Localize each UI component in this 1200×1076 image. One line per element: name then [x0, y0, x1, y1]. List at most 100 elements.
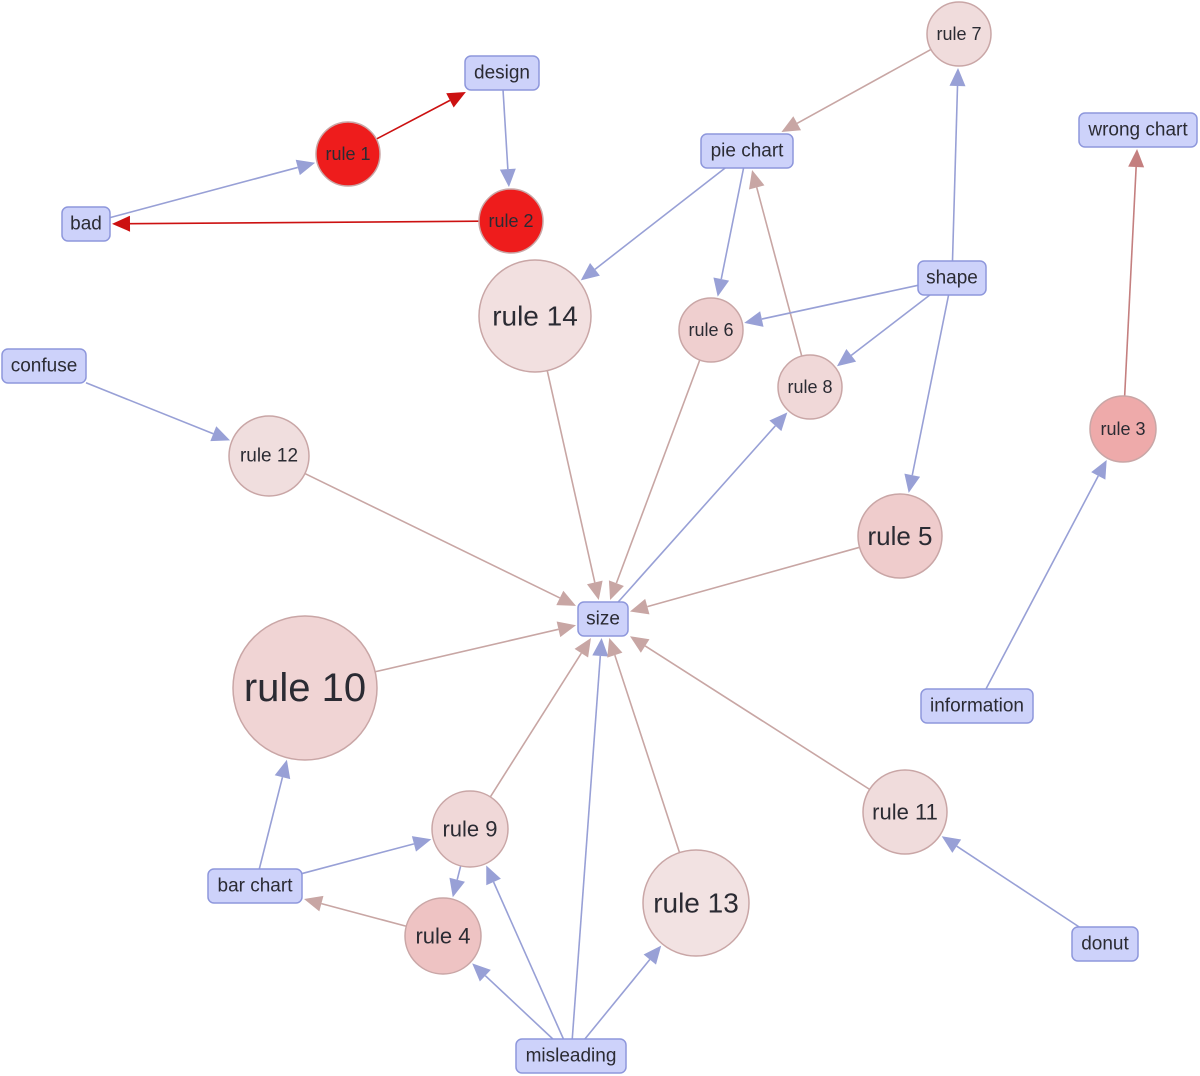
edge-bar_chart-to-rule9 — [301, 836, 432, 875]
edge-misleading-to-rule4 — [472, 963, 554, 1040]
arrowhead-icon — [580, 263, 600, 281]
rule-node-rule8[interactable]: rule 8 — [777, 354, 843, 420]
item-box[interactable] — [61, 206, 111, 242]
edge-line — [584, 959, 651, 1040]
edge-line — [647, 546, 860, 608]
item-label: information — [930, 696, 1024, 717]
rule-circle[interactable] — [404, 897, 482, 975]
edge-rule8-to-pie_chart — [748, 170, 803, 357]
rule-label: rule 6 — [688, 320, 733, 340]
arrowhead-icon — [112, 215, 131, 232]
item-node-size[interactable]: size — [577, 601, 629, 637]
item-box[interactable] — [917, 260, 987, 296]
edge-line — [615, 359, 701, 584]
rule-circle[interactable] — [232, 615, 378, 761]
edge-rule3-to-wrong_chart — [1123, 149, 1145, 397]
rule-node-rule10[interactable]: rule 10 — [232, 615, 378, 761]
edge-line — [985, 475, 1099, 690]
edge-line — [129, 220, 480, 225]
item-box[interactable] — [1071, 926, 1139, 962]
rule-circle[interactable] — [478, 259, 592, 373]
edge-line — [375, 99, 451, 140]
arrowhead-icon — [574, 638, 591, 658]
edge-rule14-to-size — [546, 370, 603, 600]
rule-label: rule 8 — [787, 377, 832, 397]
edge-bad-to-rule1 — [109, 159, 316, 219]
rule-circle[interactable] — [926, 1, 992, 67]
item-box[interactable] — [464, 55, 540, 91]
rule-label: rule 14 — [492, 301, 578, 332]
item-node-design[interactable]: design — [464, 55, 540, 91]
edge-rule9-to-size — [489, 638, 591, 798]
item-box[interactable] — [515, 1038, 627, 1074]
rule-circle[interactable] — [862, 769, 948, 855]
arrowhead-icon — [586, 580, 603, 600]
arrowhead-icon — [607, 638, 623, 658]
rule-circle[interactable] — [642, 849, 750, 957]
arrowhead-icon — [295, 159, 316, 176]
edge-rule12-to-size — [304, 472, 576, 606]
item-node-information[interactable]: information — [920, 688, 1034, 724]
rule-label: rule 5 — [867, 521, 932, 551]
rule-label: rule 2 — [488, 211, 533, 231]
edge-line — [258, 777, 284, 870]
arrowhead-icon — [949, 67, 966, 87]
item-node-bad[interactable]: bad — [61, 206, 111, 242]
arrowhead-icon — [274, 759, 291, 780]
rule-node-rule6[interactable]: rule 6 — [678, 297, 744, 363]
arrowhead-icon — [748, 170, 765, 190]
rule-circle[interactable] — [678, 297, 744, 363]
rule-circle[interactable] — [315, 121, 381, 187]
item-node-misleading[interactable]: misleading — [515, 1038, 627, 1074]
rule-node-rule9[interactable]: rule 9 — [431, 790, 509, 868]
rule-circle[interactable] — [857, 493, 943, 579]
arrowhead-icon — [486, 865, 501, 886]
edge-confuse-to-rule12 — [85, 382, 231, 442]
rule-label: rule 10 — [244, 666, 366, 710]
item-box[interactable] — [700, 133, 794, 169]
item-box[interactable] — [920, 688, 1034, 724]
edge-rule13-to-size — [607, 638, 681, 853]
edge-line — [956, 845, 1080, 928]
item-node-pie-chart[interactable]: pie chart — [700, 133, 794, 169]
rule-node-rule1[interactable]: rule 1 — [315, 121, 381, 187]
edge-line — [594, 167, 726, 270]
edge-line — [850, 294, 931, 356]
rule-label: rule 13 — [653, 888, 739, 919]
rule-node-rule4[interactable]: rule 4 — [404, 897, 482, 975]
rule-circle[interactable] — [777, 354, 843, 420]
edge-rule2-to-bad — [112, 215, 480, 232]
edge-rule9-to-rule4 — [449, 865, 465, 898]
item-node-shape[interactable]: shape — [917, 260, 987, 296]
edge-line — [951, 85, 959, 262]
rule-circle[interactable] — [1089, 395, 1157, 463]
rule-circle[interactable] — [478, 188, 544, 254]
edge-donut-to-rule11 — [941, 836, 1080, 928]
item-node-wrong-chart[interactable]: wrong chart — [1078, 112, 1198, 148]
arrowhead-icon — [472, 963, 491, 982]
item-node-donut[interactable]: donut — [1071, 926, 1139, 962]
rule-node-rule5[interactable]: rule 5 — [857, 493, 943, 579]
rule-node-rule11[interactable]: rule 11 — [862, 769, 948, 855]
rule-node-rule2[interactable]: rule 2 — [478, 188, 544, 254]
edges-layer — [85, 48, 1145, 1040]
edge-line — [546, 370, 596, 583]
rule-node-rule3[interactable]: rule 3 — [1089, 395, 1157, 463]
rule-node-rule12[interactable]: rule 12 — [228, 415, 310, 497]
rule-node-rule7[interactable]: rule 7 — [926, 1, 992, 67]
rule-node-rule14[interactable]: rule 14 — [478, 259, 592, 373]
item-box[interactable] — [207, 868, 303, 904]
rule-circle[interactable] — [431, 790, 509, 868]
item-box[interactable] — [1, 348, 87, 384]
rule-circle[interactable] — [228, 415, 310, 497]
item-box[interactable] — [577, 601, 629, 637]
rule-label: rule 4 — [415, 924, 470, 949]
rule-node-rule13[interactable]: rule 13 — [642, 849, 750, 957]
arrowhead-icon — [556, 590, 576, 606]
item-box[interactable] — [1078, 112, 1198, 148]
item-node-bar-chart[interactable]: bar chart — [207, 868, 303, 904]
edge-shape-to-rule8 — [836, 294, 931, 367]
edge-line — [301, 843, 415, 875]
item-node-confuse[interactable]: confuse — [1, 348, 87, 384]
